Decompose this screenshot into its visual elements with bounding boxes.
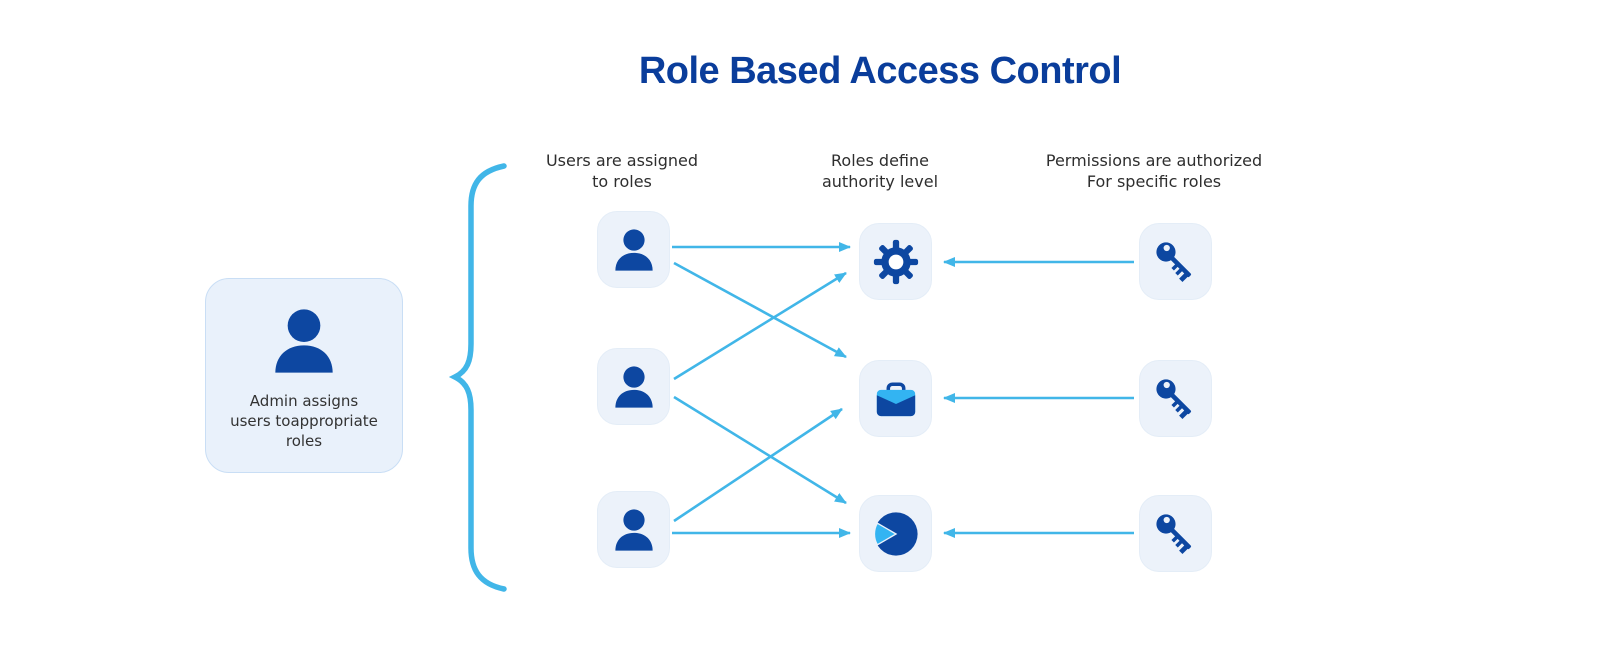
permission-tile-2 xyxy=(1139,360,1212,437)
heading-roles-column: Roles define authority level xyxy=(821,151,939,191)
role-tile-1 xyxy=(859,223,932,300)
edge-user-1-to-role-2 xyxy=(673,261,847,359)
admin-panel: Admin assigns users toappropriate roles xyxy=(205,278,403,473)
user-tile-2 xyxy=(597,348,670,425)
permission-tile-3 xyxy=(1139,495,1212,572)
admin-user-icon xyxy=(264,301,344,385)
key-icon xyxy=(1151,237,1201,287)
edge-user-2-to-role-3 xyxy=(673,395,847,505)
curly-brace xyxy=(448,163,507,592)
role-tile-2 xyxy=(859,360,932,437)
edge-user-2-to-role-1 xyxy=(673,271,847,381)
user-icon xyxy=(608,504,660,556)
heading-permissions-column: Permissions are authorized For specific … xyxy=(1045,151,1263,191)
key-icon xyxy=(1151,509,1201,559)
pie-chart-icon xyxy=(869,507,923,561)
heading-users-column: Users are assigned to roles xyxy=(545,151,699,191)
permission-tile-1 xyxy=(1139,223,1212,300)
page-title: Role Based Access Control xyxy=(638,50,1122,92)
user-icon xyxy=(608,224,660,276)
edge-user-3-to-role-2 xyxy=(673,407,843,523)
briefcase-icon xyxy=(871,374,921,424)
user-tile-3 xyxy=(597,491,670,568)
user-icon xyxy=(608,361,660,413)
admin-panel-label: Admin assigns users toappropriate roles xyxy=(230,392,378,450)
key-icon xyxy=(1151,374,1201,424)
gear-icon xyxy=(870,236,922,288)
role-tile-3 xyxy=(859,495,932,572)
user-tile-1 xyxy=(597,211,670,288)
